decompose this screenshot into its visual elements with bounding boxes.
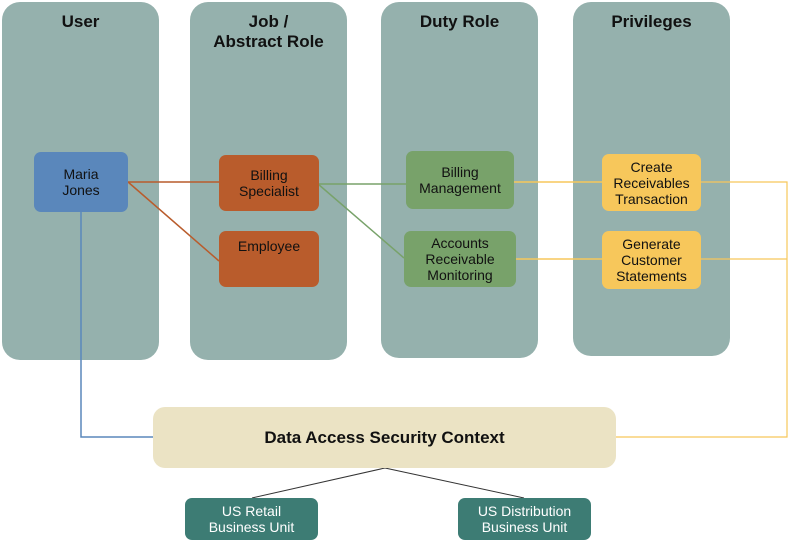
duty-accounts-receivable-monitoring-label: Accounts Receivable Monitoring <box>425 235 495 283</box>
duty-billing-management-label: Billing Management <box>419 164 501 196</box>
duty-billing-management[interactable]: Billing Management <box>406 151 514 209</box>
business-unit-us-distribution-label: US Distribution Business Unit <box>477 503 572 535</box>
data-access-security-context-label: Data Access Security Context <box>264 427 505 447</box>
business-unit-us-distribution[interactable]: US Distribution Business Unit <box>458 498 591 540</box>
user-maria-jones-label: Maria Jones <box>62 166 100 198</box>
link-data-access-us-distribution <box>384 467 525 499</box>
duty-accounts-receivable-monitoring[interactable]: Accounts Receivable Monitoring <box>404 231 516 287</box>
privilege-create-receivables-transaction-label: Create Receivables Transaction <box>613 158 690 207</box>
privilege-generate-customer-statements-label: Generate Customer Statements <box>616 236 687 284</box>
role-billing-specialist[interactable]: Billing Specialist <box>219 155 319 211</box>
duty-role-column-title: Duty Role <box>419 12 500 31</box>
privilege-generate-customer-statements[interactable]: Generate Customer Statements <box>602 231 701 289</box>
role-employee[interactable]: Employee <box>219 231 319 287</box>
link-user-data-access <box>80 212 153 438</box>
business-unit-us-retail-label: US Retail Business Unit <box>208 503 295 535</box>
data-access-security-context[interactable]: Data Access Security Context <box>153 407 616 468</box>
role-employee-label: Employee <box>237 238 301 254</box>
privileges-column-title: Privileges <box>611 12 692 31</box>
link-user-employee <box>127 181 220 262</box>
link-billing-specialist-ar-monitoring <box>317 183 405 259</box>
role-billing-specialist-label: Billing Specialist <box>239 167 299 199</box>
link-privileges-data-access <box>616 181 788 438</box>
link-data-access-us-retail <box>251 467 386 499</box>
business-unit-us-retail[interactable]: US Retail Business Unit <box>185 498 318 540</box>
job-role-column-title: Job / Abstract Role <box>213 12 324 51</box>
user-maria-jones[interactable]: Maria Jones <box>34 152 128 212</box>
privilege-create-receivables-transaction[interactable]: Create Receivables Transaction <box>602 154 701 211</box>
user-column-title: User <box>61 12 100 31</box>
